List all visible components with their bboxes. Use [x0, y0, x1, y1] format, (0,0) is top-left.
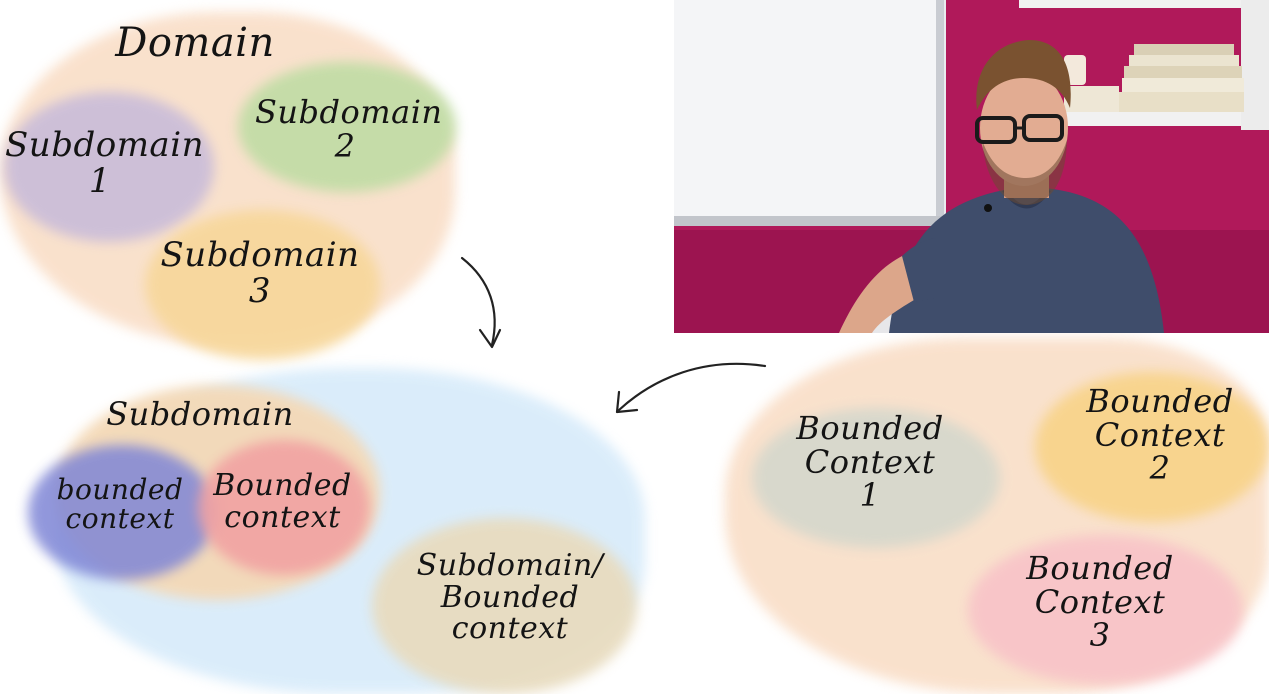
subdomain-2-blob [238, 62, 456, 192]
bounded-context-2-blob [1035, 372, 1269, 522]
subdomain-bounded-context-blob [372, 518, 637, 694]
bounded-context-2-label: Bounded Context 2 [1086, 382, 1234, 488]
bounded-context-1-label: Bounded Context 1 [796, 409, 944, 515]
bounded-context-a-label: bounded context [56, 473, 184, 536]
bounded-context-3-blob [968, 535, 1243, 685]
subdomain-1-blob [4, 92, 214, 242]
domain-label: Domain [115, 20, 275, 66]
subdomain-2-label: Subdomain 2 [255, 93, 443, 165]
subdomain-label: Subdomain [106, 395, 294, 433]
subdomain-bounded-context-label: Subdomain/ Bounded context [416, 548, 604, 646]
bounded-context-b-label: Bounded context [213, 468, 352, 535]
webcam-video [674, 0, 1269, 333]
bounded-context-b-blob [198, 440, 370, 575]
left-arrow [615, 362, 767, 414]
bounded-context-1-blob [752, 408, 1000, 548]
subdomain-3-label: Subdomain 3 [160, 235, 360, 311]
subdomain-3-blob [145, 210, 380, 360]
presenter-video-frame [674, 0, 1269, 333]
down-arrow [460, 256, 502, 349]
subdomain-1-label: Subdomain 1 [5, 125, 204, 201]
bounded-context-3-label: Bounded Context 3 [1026, 549, 1174, 655]
bounded-context-a-blob [28, 445, 216, 580]
